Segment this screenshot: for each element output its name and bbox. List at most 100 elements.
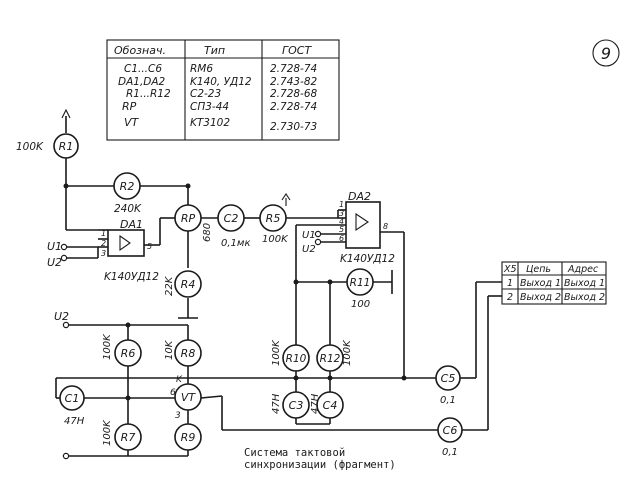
r10-label: R10 (286, 353, 307, 365)
capacitor-c1: C1 47H (59, 385, 85, 427)
c6-value: 0,1 (442, 447, 458, 458)
r9-label: R9 (181, 431, 196, 444)
connector-cell: Выход 1 (520, 278, 561, 289)
r1-value: 100K (16, 141, 44, 153)
bom-cell: C2-23 (190, 88, 221, 100)
c1-label: C1 (65, 392, 80, 405)
c4-value: 47H (310, 393, 321, 414)
junctions (63, 183, 407, 401)
page-number-marker: 9 (592, 39, 620, 67)
wires (55, 116, 502, 457)
resistor-r6: R6 100K (102, 333, 142, 367)
da1-pin: 1 (101, 229, 106, 238)
capacitor-c2: C2 0,1мк (217, 204, 251, 249)
c4-label: C4 (323, 399, 338, 412)
chip-da2: DA2 1 3 4 5 6 8 K140УД12 U1 U2 (302, 190, 395, 265)
r12-value: 100K (342, 339, 353, 366)
bom-cell: 2.728-74 (270, 63, 317, 75)
da1-type: K140УД12 (104, 271, 159, 283)
da2-type: K140УД12 (340, 253, 395, 265)
bom-header-type: Тип (204, 44, 225, 57)
vt-label: VT (181, 391, 197, 404)
connector-header: Цепь (526, 264, 551, 275)
u2c-signal: U2 (54, 310, 69, 323)
bom-cell: KT3102 (190, 117, 230, 129)
da1-pin: 2 (101, 239, 106, 248)
connector-header: Адрес (567, 264, 599, 275)
bom-cell: 2.730-73 (270, 121, 317, 133)
c1-value: 47H (64, 416, 85, 427)
resistor-r12: R12 100K (316, 339, 353, 372)
resistor-r4: R4 22K (164, 270, 202, 298)
r5-value: 100K (262, 234, 289, 245)
c2-value: 0,1мк (221, 238, 251, 249)
da1-pin: 5 (147, 242, 152, 251)
connector-cell: Выход 2 (564, 292, 605, 303)
c5-label: C5 (441, 372, 456, 385)
c3-label: C3 (289, 399, 304, 412)
capacitor-c3: C3 47H (271, 391, 310, 419)
caption-line-2: синхронизации (фрагмент) (244, 459, 396, 471)
bom-cell: 2.743-82 (270, 76, 318, 88)
c3-value: 47H (271, 393, 282, 414)
resistor-r11: R11 100 (346, 268, 374, 310)
u1b-signal: U1 (302, 230, 316, 241)
potentiometer-rp: RP 680 (174, 204, 213, 242)
resistor-r9: R9 (174, 423, 202, 451)
bom-cell: K140, УД12 (190, 76, 252, 88)
r7-label: R7 (121, 431, 136, 444)
da2-pin: 6 (339, 234, 344, 243)
rp-label: RP (181, 212, 196, 225)
c5-value: 0,1 (440, 395, 456, 406)
connector-cell: Выход 1 (564, 278, 605, 289)
r1-label: R1 (59, 140, 74, 153)
resistor-r8: R8 10K (164, 339, 202, 367)
u2b-signal: U2 (302, 244, 316, 255)
capacitor-c6: C6 0,1 (437, 417, 463, 458)
c6-label: C6 (443, 424, 458, 437)
bom-cell: 2.728-68 (270, 88, 318, 100)
r6-label: R6 (121, 347, 136, 360)
u2-signal: U2 (47, 256, 62, 269)
resistor-r10: R10 100K (271, 339, 310, 372)
chip-da1: DA1 1 2 3 5 K140УД12 (98, 218, 159, 283)
r4-label: R4 (181, 278, 196, 291)
da2-name: DA2 (348, 190, 371, 203)
bom-header-designation: Обознач. (114, 44, 166, 57)
da2-pin: 8 (383, 222, 388, 231)
caption: Система тактовой синхронизации (фрагмент… (244, 447, 396, 471)
r8-label: R8 (181, 347, 196, 360)
r8-value: 10K (164, 339, 175, 360)
capacitor-c5: C5 0,1 (435, 365, 461, 406)
u2-input-lower: U2 (54, 310, 70, 460)
bom-cell: DA1,DA2 (118, 76, 166, 88)
r11-label: R11 (350, 277, 371, 289)
da1-name: DA1 (120, 218, 143, 231)
r12-label: R12 (320, 353, 341, 365)
bom-cell: 2.728-74 (270, 101, 317, 113)
r11-value: 100 (351, 299, 370, 310)
connector-table: X5 Цепь Адрес 1 Выход 1 Выход 1 2 Выход … (501, 261, 607, 305)
u1-signal: U1 (47, 240, 62, 253)
da1-inputs: U1 U2 (47, 240, 99, 269)
vt-pin: 3 (175, 411, 181, 421)
bom-cell: C1...C6 (124, 63, 162, 75)
connector-cell: 1 (507, 278, 513, 289)
bom-header-gost: ГОСТ (282, 44, 312, 57)
bom-cell: R1...R12 (126, 88, 171, 100)
c2-label: C2 (224, 212, 239, 225)
r5-label: R5 (266, 212, 281, 225)
vt-pin: K (176, 375, 183, 385)
rp-value: 680 (202, 223, 213, 242)
bom-cell: СП3-44 (190, 101, 229, 113)
r7-value: 100K (102, 419, 113, 446)
page-number: 9 (601, 44, 611, 63)
da2-pin: 5 (339, 225, 344, 234)
da2-pin: 3 (339, 209, 344, 218)
resistor-r1: R1 100K (16, 108, 79, 159)
bom-cell: RM6 (190, 63, 213, 75)
bom-cell: VT (124, 116, 140, 129)
r2-value: 240K (114, 203, 142, 215)
da2-pin: 1 (339, 200, 344, 209)
